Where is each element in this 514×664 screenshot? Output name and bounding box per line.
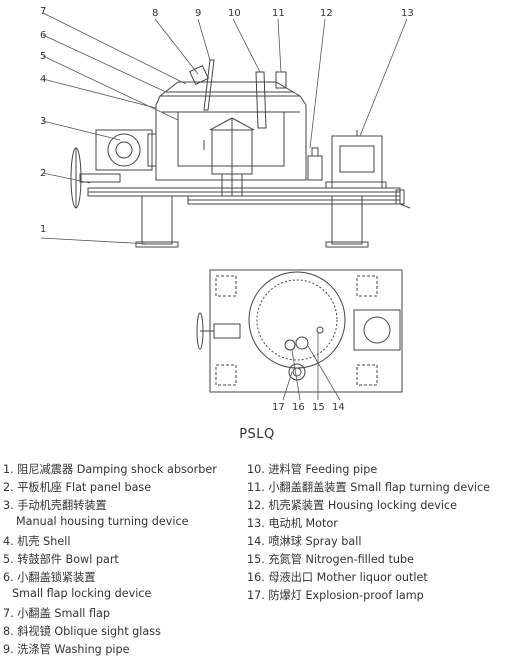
callout-8: 8 xyxy=(152,8,158,19)
legend-item-3: 3. 手动机壳翻转装置 xyxy=(3,499,107,512)
spray-ball-top xyxy=(295,336,309,350)
motor-top xyxy=(353,309,401,351)
right-leg xyxy=(331,195,363,245)
legend-item-3-en: Manual housing turning device xyxy=(16,515,189,528)
callout-2: 2 xyxy=(40,168,46,179)
callout-13: 13 xyxy=(401,8,414,19)
housing-top xyxy=(248,271,346,369)
callout-1: 1 xyxy=(40,224,46,235)
callout-17: 17 xyxy=(272,402,285,413)
callout-14: 14 xyxy=(332,402,345,413)
small-flap-turning-device xyxy=(275,71,287,89)
feeding-pipe xyxy=(255,71,267,129)
callout-7: 7 xyxy=(40,6,46,17)
manual-housing-turning-device xyxy=(95,129,153,171)
callout-6: 6 xyxy=(40,30,46,41)
oblique-sight-glass xyxy=(189,65,209,85)
mother-liquor-outlet-top xyxy=(284,339,296,351)
left-leg xyxy=(141,195,173,245)
legend-item-1: 1. 阻尼减震器 Damping shock absorber xyxy=(3,463,217,476)
legend-item-5: 5. 转鼓部件 Bowl part xyxy=(3,553,119,566)
legend-item-16: 16. 母液出口 Mother liquor outlet xyxy=(247,571,428,584)
legend-item-8: 8. 斜视镜 Oblique sight glass xyxy=(3,625,161,638)
legend-item-10: 10. 进料管 Feeding pipe xyxy=(247,463,378,476)
side-elevation-view: 1 2 3 4 5 6 7 8 9 10 11 12 13 xyxy=(40,6,414,248)
legend-item-15: 15. 充氮管 Nitrogen-filled tube xyxy=(247,553,414,566)
legend-item-13: 13. 电动机 Motor xyxy=(247,517,338,530)
callout-11: 11 xyxy=(272,8,285,19)
callout-9: 9 xyxy=(195,8,201,19)
washing-pipe xyxy=(203,59,215,111)
callout-10: 10 xyxy=(228,8,241,19)
legend-item-2: 2. 平板机座 Flat panel base xyxy=(3,481,152,494)
explosion-proof-lamp-top xyxy=(288,363,306,381)
legend-item-14: 14. 喷淋球 Spray ball xyxy=(247,535,362,548)
legend-item-7: 7. 小翻盖 Small flap xyxy=(3,607,110,620)
top-plan-view: 17 16 15 14 xyxy=(196,269,403,413)
nitrogen-tube-top xyxy=(316,326,324,334)
base-plate-outline xyxy=(209,269,403,393)
legend-item-17: 17. 防爆灯 Explosion-proof lamp xyxy=(247,589,424,602)
callout-12: 12 xyxy=(320,8,333,19)
legend-item-11: 11. 小翻盖翻盖装置 Small flap turning device xyxy=(247,481,490,494)
legend-item-9: 9. 洗涤管 Washing pipe xyxy=(3,643,130,656)
model-label: PSLQ xyxy=(239,427,275,442)
legend-item-12: 12. 机壳紧装置 Housing locking device xyxy=(247,499,458,512)
bowl-part xyxy=(177,112,285,167)
legend-item-6: 6. 小翻盖锁紧装置 xyxy=(3,571,96,584)
legend-item-4: 4. 机壳 Shell xyxy=(3,535,71,548)
small-flap xyxy=(159,81,301,97)
callout-16: 16 xyxy=(292,402,305,413)
callout-15: 15 xyxy=(312,402,325,413)
legend-item-6-en: Small flap locking device xyxy=(12,587,152,600)
callout-4: 4 xyxy=(40,74,46,85)
callout-3: 3 xyxy=(40,116,46,127)
callout-5: 5 xyxy=(40,51,46,62)
